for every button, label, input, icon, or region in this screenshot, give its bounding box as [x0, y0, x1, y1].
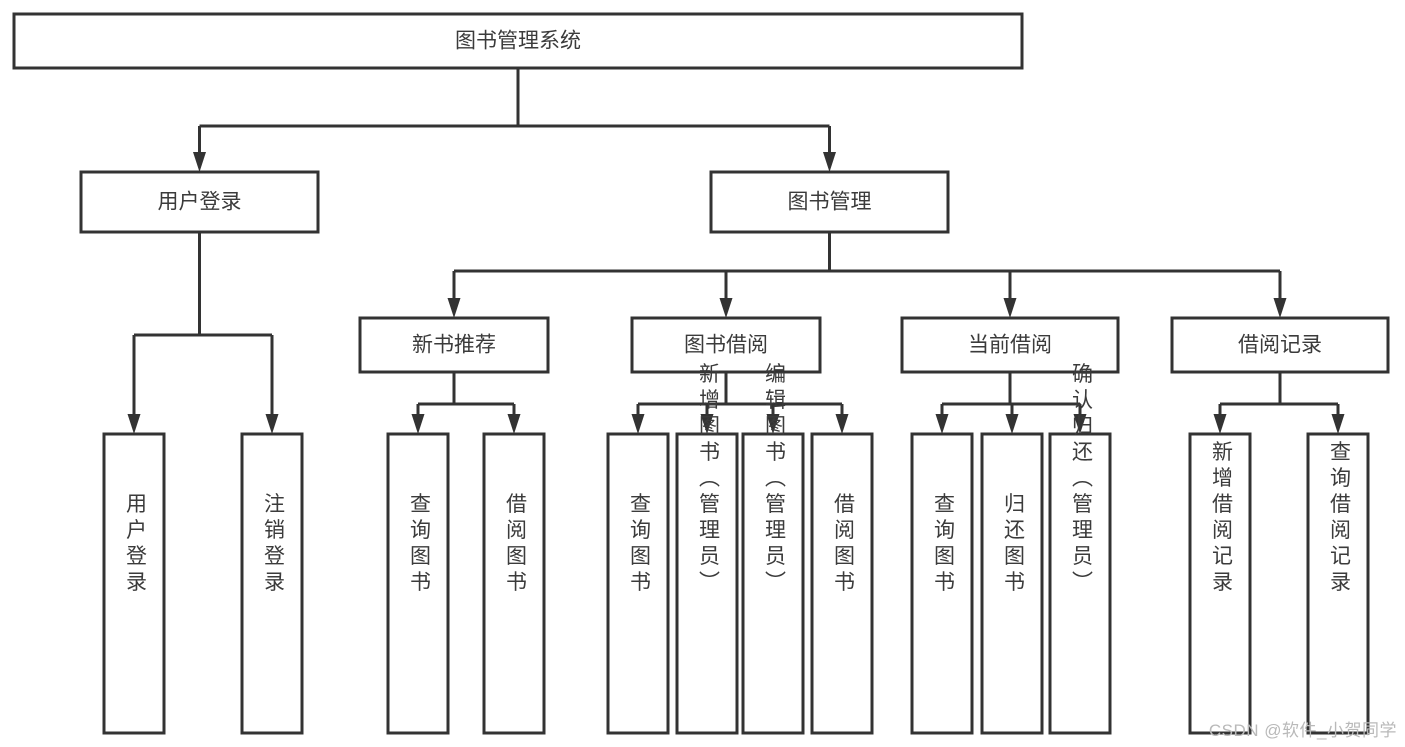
node-label: 用户登录 — [158, 191, 242, 214]
node-box — [910, 432, 974, 735]
node-label: 图书管理 — [788, 191, 872, 214]
node-label: 当前借阅 — [968, 334, 1052, 357]
node-label: 借阅图书 — [831, 493, 855, 597]
node-label: 图书管理系统 — [455, 30, 581, 53]
node-box — [12, 12, 1024, 70]
node-leaf-query-record[interactable]: 查询借阅记录 — [1306, 432, 1370, 735]
node-leaf-query-book-1[interactable]: 查询图书 — [386, 432, 450, 735]
node-box — [606, 432, 670, 735]
node-box — [980, 432, 1044, 735]
node-label: 用户登录 — [123, 493, 147, 597]
node-label: 查询图书 — [407, 493, 431, 597]
node-box — [709, 170, 950, 234]
node-box — [240, 432, 304, 735]
node-label: 编辑图书（管理员） — [762, 363, 786, 597]
connector-layer — [127, 68, 1345, 434]
node-label: 图书借阅 — [684, 334, 768, 357]
node-box — [79, 170, 320, 234]
node-label: 新增借阅记录 — [1209, 441, 1233, 597]
node-label: 归还图书 — [1001, 493, 1025, 597]
node-label: 注销登录 — [261, 493, 285, 597]
node-leaf-user-login[interactable]: 用户登录 — [102, 432, 166, 735]
node-box — [102, 432, 166, 735]
node-box — [900, 316, 1120, 374]
node-layer: 图书管理系统用户登录图书管理新书推荐图书借阅当前借阅借阅记录用户登录注销登录查询… — [12, 12, 1390, 735]
node-label: 查询借阅记录 — [1327, 441, 1351, 597]
node-box — [482, 432, 546, 735]
node-new-book-rec[interactable]: 新书推荐 — [358, 316, 550, 374]
node-label: 新增图书（管理员） — [696, 363, 720, 597]
node-leaf-query-book-3[interactable]: 查询图书 — [910, 432, 974, 735]
node-root[interactable]: 图书管理系统 — [12, 12, 1024, 70]
node-box — [1306, 432, 1370, 735]
node-current-borrow[interactable]: 当前借阅 — [900, 316, 1120, 374]
node-label: 查询图书 — [627, 493, 651, 597]
node-box — [630, 316, 822, 374]
node-label: 借阅记录 — [1238, 334, 1322, 357]
node-label: 新书推荐 — [412, 334, 496, 357]
node-borrow-record[interactable]: 借阅记录 — [1170, 316, 1390, 374]
node-box — [675, 432, 739, 735]
node-box — [1048, 432, 1112, 735]
node-box — [1188, 432, 1252, 735]
node-box — [1170, 316, 1390, 374]
node-leaf-borrow-book-1[interactable]: 借阅图书 — [482, 432, 546, 735]
node-box — [386, 432, 450, 735]
node-label: 查询图书 — [931, 493, 955, 597]
node-box — [741, 432, 805, 735]
node-leaf-add-record[interactable]: 新增借阅记录 — [1188, 432, 1252, 735]
node-leaf-borrow-book-2[interactable]: 借阅图书 — [810, 432, 874, 735]
node-book-borrow[interactable]: 图书借阅 — [630, 316, 822, 374]
node-box — [358, 316, 550, 374]
node-box — [810, 432, 874, 735]
node-leaf-edit-book[interactable]: 编辑图书（管理员） — [741, 363, 805, 735]
node-leaf-return-book[interactable]: 归还图书 — [980, 432, 1044, 735]
node-leaf-query-book-2[interactable]: 查询图书 — [606, 432, 670, 735]
node-label: 确认归还（管理员） — [1069, 363, 1093, 597]
node-user-login[interactable]: 用户登录 — [79, 170, 320, 234]
node-book-manage[interactable]: 图书管理 — [709, 170, 950, 234]
node-leaf-add-book[interactable]: 新增图书（管理员） — [675, 363, 739, 735]
node-leaf-logout[interactable]: 注销登录 — [240, 432, 304, 735]
node-leaf-confirm-return[interactable]: 确认归还（管理员） — [1048, 363, 1112, 735]
node-label: 借阅图书 — [503, 493, 527, 597]
